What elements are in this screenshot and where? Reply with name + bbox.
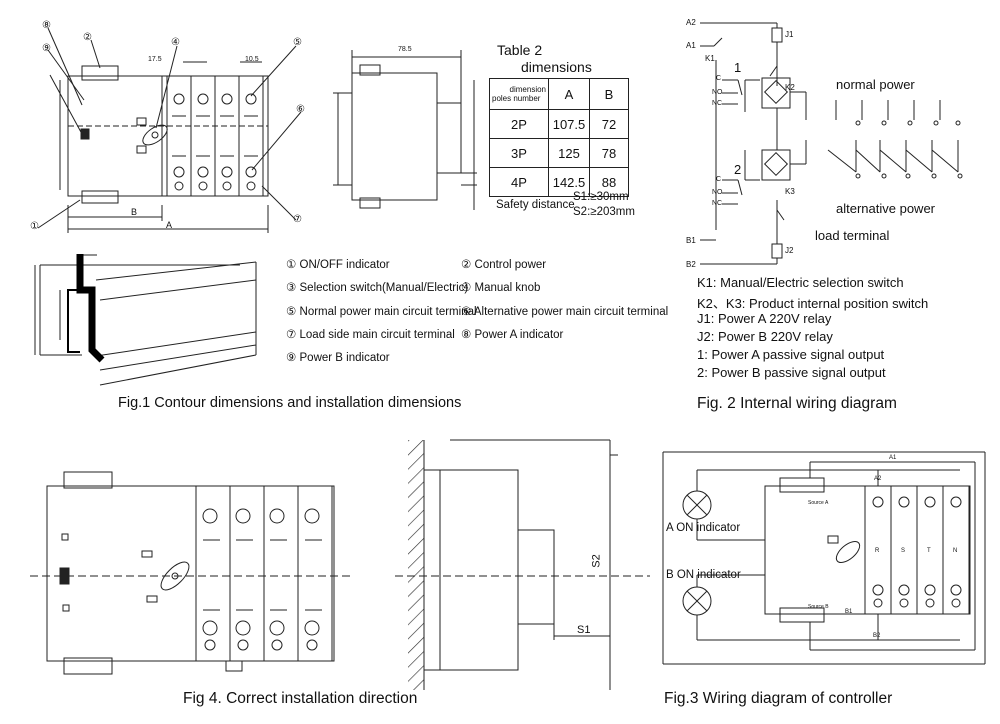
- fig2-contact-no-1: NO: [712, 89, 723, 96]
- fig1-din-rail: [34, 254, 257, 386]
- fig4-terminal-poles: [195, 485, 333, 662]
- fig2-note: 1: Power A passive signal output: [697, 347, 885, 362]
- fig1-caption: Fig.1 Contour dimensions and installatio…: [118, 395, 462, 411]
- table2-header-a: A: [548, 78, 590, 110]
- fig2-note: K2、K3: Product internal position switch: [697, 296, 929, 311]
- fig1-callout-7: ⑦: [293, 214, 302, 225]
- fig2-label-j1: J1: [785, 30, 794, 39]
- fig2-note: J2: Power B 220V relay: [697, 329, 833, 344]
- fig3-phase-s: S: [901, 548, 906, 554]
- fig2-load-terminal: load terminal: [815, 228, 890, 243]
- legend-item-2: ② Control power: [461, 259, 547, 271]
- fig1-dim-b: B: [131, 207, 138, 217]
- fig3-a-on-indicator: A ON indicator: [666, 522, 741, 534]
- fig2-label-k2: K2: [785, 83, 795, 92]
- fig4-side-view: [395, 439, 650, 690]
- legend-item-1: ① ON/OFF indicator: [286, 259, 390, 271]
- fig2-contact-c-2: C: [716, 176, 722, 183]
- table2-header-b: B: [589, 78, 629, 110]
- fig3-phase-t: T: [927, 548, 931, 554]
- fig1-callout-9: ⑨: [42, 43, 51, 54]
- fig3-caption: Fig.3 Wiring diagram of controller: [664, 690, 893, 707]
- fig1-din-rail-profile: [76, 254, 105, 363]
- table2-subtitle: dimensions: [521, 59, 592, 75]
- fig3-label-a2: A2: [874, 476, 882, 482]
- fig2-note: K1: Manual/Electric selection switch: [697, 275, 904, 290]
- fig3-label-a1: A1: [889, 455, 897, 461]
- table2-corner-cell: dimension poles number: [489, 78, 549, 110]
- legend-item-5: ⑤ Normal power main circuit terminal: [286, 306, 477, 318]
- fig2-note: 2: Power B passive signal output: [697, 365, 886, 380]
- fig1-dim-17-5: 17.5: [148, 56, 162, 63]
- fig2-contact-no-2: NO: [712, 189, 723, 196]
- fig1-front-view: [37, 27, 302, 233]
- fig1-dim-a: A: [166, 220, 173, 230]
- fig1-callout-2: ②: [83, 32, 92, 43]
- legend-item-4: ④ Manual knob: [461, 282, 541, 294]
- fig2-caption: Fig. 2 Internal wiring diagram: [697, 395, 897, 412]
- fig2-normal-power: normal power: [836, 77, 915, 92]
- fig2-label-k1: K1: [705, 54, 715, 63]
- fig2-label-b1: B1: [686, 236, 696, 245]
- table2-s1: S1:≥30mm: [573, 191, 629, 203]
- legend-item-9: ⑨ Power B indicator: [286, 352, 390, 364]
- legend-item-7: ⑦ Load side main circuit terminal: [286, 329, 455, 341]
- fig1-dim-10-5: 10.5: [245, 56, 259, 63]
- legend-item-3: ③ Selection switch(Manual/Electric): [286, 282, 469, 294]
- fig2-alternative-power: alternative power: [836, 201, 935, 216]
- fig2-label-a1: A1: [686, 41, 696, 50]
- fig1-callout-1: ①: [30, 221, 39, 232]
- fig1-callout-8: ⑧: [42, 20, 51, 31]
- fig2-relay-1: 1: [734, 60, 742, 75]
- fig2-relay-2: 2: [734, 162, 742, 177]
- table2-safety-label: Safety distance: [496, 199, 575, 211]
- fig1-callout-4: ④: [171, 37, 180, 48]
- fig1-callout-6: ⑥: [296, 104, 305, 115]
- fig3-controller: [662, 451, 986, 665]
- fig2-label-b2: B2: [686, 260, 696, 269]
- fig2-contact-nc-2: NC: [712, 200, 723, 207]
- fig1-callout-5: ⑤: [293, 37, 302, 48]
- fig2-label-j2: J2: [785, 246, 794, 255]
- fig2-wiring: [700, 22, 963, 265]
- fig2-label-a2: A2: [686, 18, 696, 27]
- fig3-b-on-indicator: B ON indicator: [666, 569, 741, 581]
- table2-title: Table 2: [497, 42, 543, 58]
- table2-s2: S2:≥203mm: [573, 206, 635, 218]
- legend-item-6: ⑥ Alternative power main circuit termina…: [461, 306, 669, 318]
- legend-item-8: ⑧ Power A indicator: [461, 329, 564, 341]
- fig3-label-b1: B1: [845, 609, 853, 615]
- fig2-label-k3: K3: [785, 187, 795, 196]
- fig3-label-b2: B2: [873, 633, 881, 639]
- fig2-note: J1: Power A 220V relay: [697, 311, 832, 326]
- fig4-s2-label: S2: [590, 554, 603, 568]
- fig3-source-a: Source A: [808, 500, 829, 506]
- fig4-caption: Fig 4. Correct installation direction: [183, 690, 418, 707]
- fig2-contact-c-1: C: [716, 75, 722, 82]
- fig1-dim-78-5: 78.5: [398, 46, 412, 53]
- fig4-s1-label: S1: [577, 624, 591, 636]
- fig2-contact-nc-1: NC: [712, 100, 723, 107]
- fig3-phase-r: R: [875, 548, 880, 554]
- fig3-phase-n: N: [953, 548, 958, 554]
- fig4-front-view: [30, 471, 350, 675]
- fig1-side-view: [333, 50, 477, 210]
- fig3-source-b: Source B: [808, 604, 829, 610]
- fig1-terminal-poles: [166, 75, 264, 197]
